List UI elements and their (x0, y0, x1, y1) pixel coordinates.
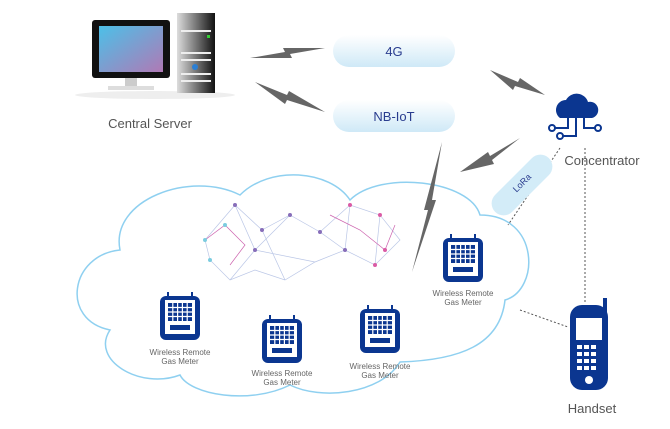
wired-links (507, 147, 586, 328)
gas-meter-icon (160, 292, 200, 340)
meter-label-line1: Wireless Remote (432, 289, 494, 298)
concentrator-icon (548, 93, 602, 140)
mesh-network-graphic (203, 203, 401, 281)
central-server-icon (75, 13, 235, 99)
meter-label-line1: Wireless Remote (349, 362, 411, 371)
gas-meter-icon (262, 315, 302, 363)
network-4g-pill: 4G (333, 35, 455, 67)
meter-label-line1: Wireless Remote (251, 369, 313, 378)
network-nbiot-label: NB-IoT (373, 108, 415, 124)
gas-meter-icon (443, 234, 483, 282)
meter-label-line2: Gas Meter (161, 357, 199, 366)
concentrator-label: Concentrator (564, 153, 640, 168)
meter-label-line2: Gas Meter (361, 371, 399, 380)
meter-label-line1: Wireless Remote (149, 348, 211, 357)
meter-label-line2: Gas Meter (444, 298, 482, 307)
gas-meter-icon (360, 305, 400, 353)
meter-cloud (76, 174, 530, 397)
handset-icon (570, 298, 608, 390)
wireless-link-icons (250, 48, 545, 272)
central-server-label: Central Server (108, 116, 192, 131)
handset-label: Handset (567, 401, 617, 416)
meter-label-line2: Gas Meter (263, 378, 301, 387)
network-nbiot-pill: NB-IoT (333, 100, 455, 132)
lora-pill (491, 154, 553, 216)
network-4g-label: 4G (385, 43, 403, 59)
